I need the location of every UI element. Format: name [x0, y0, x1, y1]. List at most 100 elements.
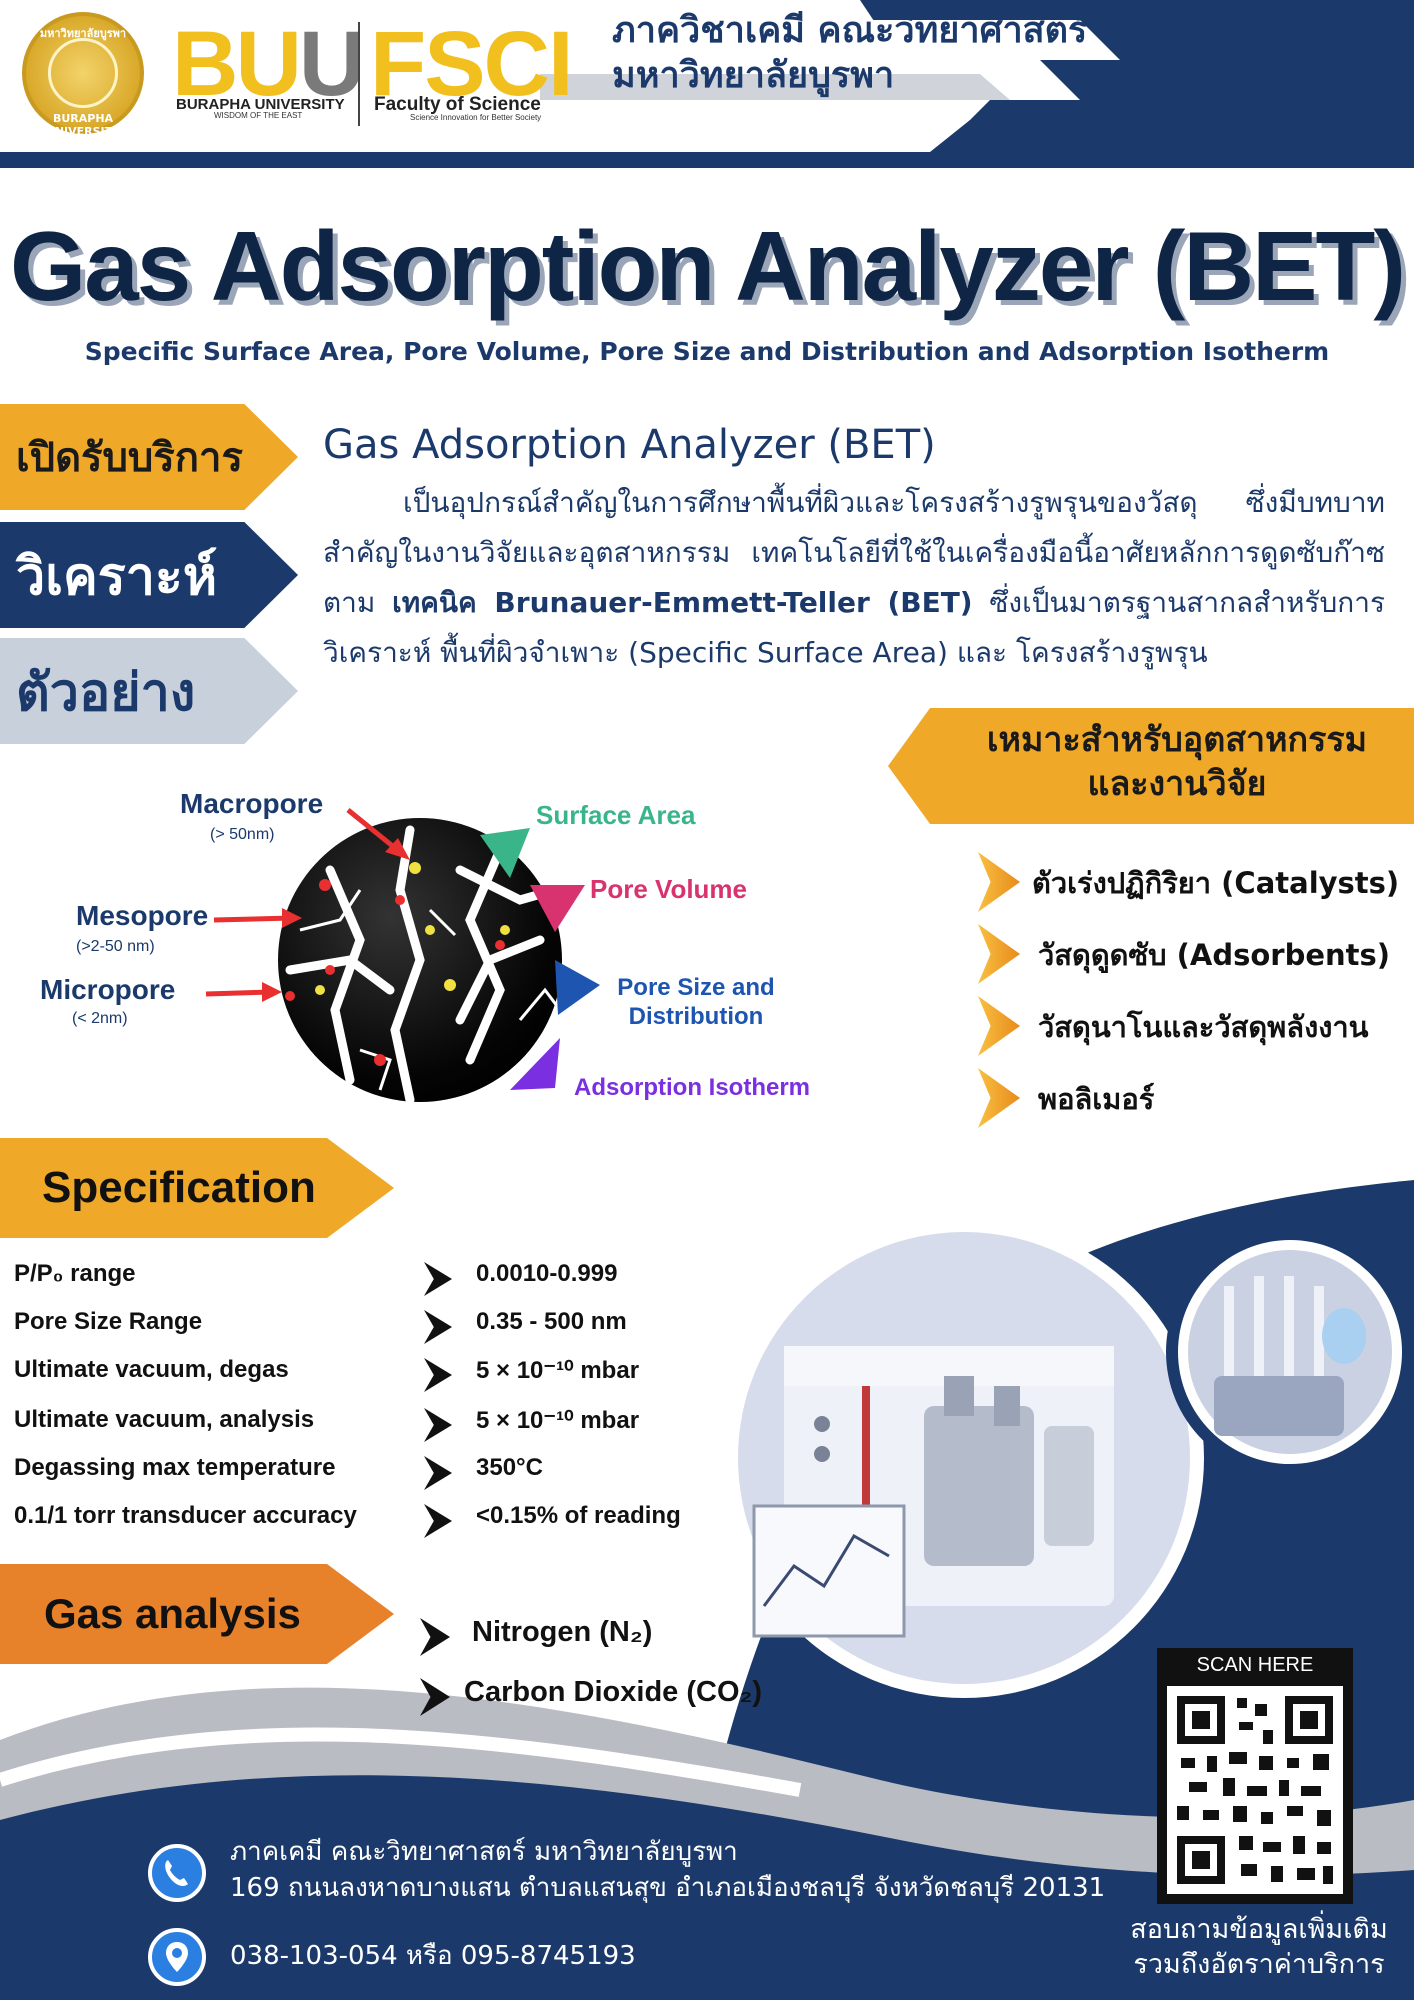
page-subtitle: Specific Surface Area, Pore Volume, Pore… [84, 337, 1330, 366]
spec-row: P/P₀ range 0.0010-0.999 [14, 1260, 734, 1308]
label-mesopore-range: (>2-50 nm) [76, 938, 155, 955]
spec-label: Ultimate vacuum, analysis [14, 1406, 315, 1433]
gas-item-nitrogen: Nitrogen (N₂) [472, 1616, 653, 1648]
label-mesopore: Mesopore [76, 900, 209, 931]
tag-sample: ตัวอย่าง [0, 638, 298, 744]
seal-text-top: มหาวิทยาลัยบูรพา [39, 27, 127, 40]
fsci-name: Faculty of Science [374, 94, 541, 115]
industry-item-nano-energy: วัสดุนาโนและวัสดุพลังงาน [1038, 1010, 1369, 1044]
address-line1: ภาคเคมี คณะวิทยาศาสตร์ มหาวิทยาลัยบูรพา [230, 1837, 738, 1867]
spec-arrow-icon [424, 1408, 452, 1442]
spec-row: Pore Size Range 0.35 - 500 nm [14, 1308, 734, 1356]
qr-caption: SCAN HERE [1196, 1654, 1314, 1676]
spec-arrow-icon [424, 1262, 452, 1296]
inquiry-line1: สอบถามข้อมูลเพิ่มเติม [1130, 1914, 1388, 1945]
location-pin-icon [148, 1928, 206, 1986]
pore-diagram [205, 808, 600, 1105]
spec-value: 5 × 10⁻¹⁰ mbar [476, 1357, 640, 1384]
inquiry-line2: รวมถึงอัตราค่าบริการ [1133, 1949, 1385, 1981]
industry-item-adsorbents: วัสดุดูดซับ (Adsorbents) [1038, 938, 1391, 972]
instrument-illustration [752, 1346, 1114, 1638]
intro-body-bold: เทคนิค Brunauer-Emmett-Teller (BET) [392, 586, 973, 619]
arrowhead-pore-size [555, 960, 600, 1015]
spec-value: 5 × 10⁻¹⁰ mbar [476, 1407, 640, 1434]
industry-heading-line1: เหมาะสำหรับอุตสาหกรรม [986, 720, 1368, 760]
industry-item-polymer: พอลิเมอร์ [1038, 1082, 1155, 1116]
label-pore-size-line1: Pore Size and [617, 974, 775, 1001]
label-surface-area: Surface Area [536, 800, 696, 830]
seal-text-bottom: BURAPHA UNIVERSITY [45, 112, 121, 138]
industry-arrow-icon [978, 924, 1020, 984]
tag-analyze: วิเคราะห์ [0, 522, 298, 628]
label-micropore-range: (< 2nm) [72, 1010, 128, 1027]
arrowhead-pore-volume [530, 885, 585, 932]
buu-logo-bu: BU [172, 13, 302, 115]
department-name: ภาควิชาเคมี คณะวิทยาศาสตร์ มหาวิทยาลัยบู… [612, 8, 1087, 98]
label-pore-volume: Pore Volume [590, 874, 748, 904]
spec-value: 0.0010-0.999 [476, 1260, 618, 1287]
spec-label: P/P₀ range [14, 1260, 136, 1287]
buu-logo-u: U [298, 13, 365, 115]
spec-value: 350°C [476, 1454, 543, 1481]
intro-heading: Gas Adsorption Analyzer (BET) [323, 422, 936, 468]
fsci-logo: FSCI [370, 13, 574, 115]
spec-row: Ultimate vacuum, degas 5 × 10⁻¹⁰ mbar [14, 1356, 734, 1404]
qr-code-icon[interactable] [1167, 1686, 1343, 1894]
spec-label: Pore Size Range [14, 1308, 203, 1335]
buu-logo: BUU [172, 18, 365, 110]
page-title: Gas Adsorption Analyzer (BET) [9, 211, 1406, 321]
specification-heading: Specification [0, 1138, 394, 1238]
pore-channels [285, 825, 560, 1105]
contact-address: ภาคเคมี คณะวิทยาศาสตร์ มหาวิทยาลัยบูรพา … [230, 1834, 1105, 1907]
department-line-1: ภาควิชาเคมี คณะวิทยาศาสตร์ [612, 10, 1088, 51]
gas-analysis-heading: Gas analysis [0, 1564, 394, 1664]
label-adsorption-isotherm: Adsorption Isotherm [574, 1074, 811, 1101]
gas-item-co2: Carbon Dioxide (CO₂) [464, 1676, 763, 1708]
intro-body-part2: ซึ่งเป็นมาตรฐานสากลสำหรับการวิเคราะห์ พื… [323, 586, 1385, 669]
spec-label: Ultimate vacuum, degas [14, 1356, 289, 1383]
phone-icon [148, 1844, 206, 1902]
intro-body-part1: เป็นอุปกรณ์สำคัญในการศึกษาพื้นที่ผิวและโ… [323, 486, 1385, 619]
label-pore-size: Pore Size and Distribution [606, 974, 786, 1032]
buu-name: BURAPHA UNIVERSITY [176, 96, 345, 113]
buu-motto: WISDOM OF THE EAST [214, 111, 303, 120]
label-macropore-range: (> 50nm) [210, 826, 275, 843]
logo-divider [358, 22, 360, 126]
contact-phone[interactable]: 038-103-054 หรือ 095-8745193 [230, 1941, 636, 1971]
arrowhead-isotherm [510, 1038, 560, 1090]
industry-heading: เหมาะสำหรับอุตสาหกรรม และงานวิจัย [940, 718, 1414, 806]
inquiry-text: สอบถามข้อมูลเพิ่มเติม รวมถึงอัตราค่าบริก… [1118, 1912, 1400, 1982]
spec-value: 0.35 - 500 nm [476, 1308, 627, 1335]
arrowhead-surface-area [480, 828, 530, 878]
adsorbate-red [285, 879, 505, 1066]
micro-channels [299, 889, 562, 1091]
spec-arrow-icon [424, 1310, 452, 1344]
fsci-motto: Science Innovation for Better Society [410, 113, 542, 122]
industry-heading-bg [888, 708, 1414, 824]
address-line2: 169 ถนนลงหาดบางแสน ตำบลแสนสุข อำเภอเมือง… [230, 1873, 1106, 1904]
industry-item-catalysts: ตัวเร่งปฏิกิริยา (Catalysts) [1032, 866, 1400, 900]
industry-heading-line2: และงานวิจัย [1087, 764, 1267, 805]
department-line-2: มหาวิทยาลัยบูรพา [612, 55, 895, 96]
adsorbate-yellow [315, 862, 510, 995]
label-pore-size-line2: Distribution [628, 1002, 764, 1030]
spec-value: <0.15% of reading [476, 1502, 681, 1529]
spec-row: 0.1/1 torr transducer accuracy <0.15% of… [14, 1502, 734, 1550]
label-macropore: Macropore [180, 788, 324, 819]
spec-row: Ultimate vacuum, analysis 5 × 10⁻¹⁰ mbar [14, 1406, 734, 1454]
industry-arrow-icon [978, 852, 1020, 912]
industry-arrow-icon [978, 1068, 1020, 1128]
spec-arrow-icon [424, 1358, 452, 1392]
sample-prep-illustration [1214, 1276, 1366, 1436]
label-micropore: Micropore [40, 974, 176, 1005]
pore-arrows [205, 808, 410, 1002]
intro-body: เป็นอุปกรณ์สำคัญในการศึกษาพื้นที่ผิวและโ… [323, 478, 1385, 678]
instrument-photos [724, 1218, 1414, 1698]
spec-row: Degassing max temperature 350°C [14, 1454, 734, 1502]
header-decoration [0, 0, 1414, 168]
property-arrowheads [480, 828, 600, 1090]
industry-arrow-icon [978, 996, 1020, 1056]
spec-arrow-icon [424, 1456, 452, 1490]
spec-arrow-icon [424, 1504, 452, 1538]
spec-label: 0.1/1 torr transducer accuracy [14, 1502, 357, 1529]
